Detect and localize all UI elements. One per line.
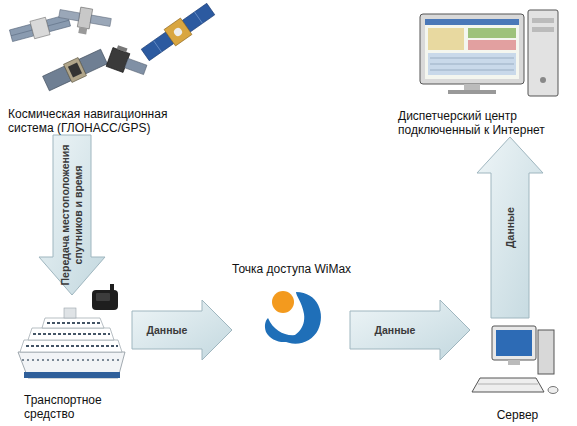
- arrow-label: Данные: [147, 324, 188, 337]
- satellite-system-node: Космическая навигационная система (ГЛОНА…: [5, 5, 235, 135]
- block-arrow: [350, 300, 470, 360]
- wimax-logo: [265, 291, 321, 344]
- server-computer: [472, 326, 558, 394]
- block-arrow: [39, 135, 105, 295]
- gps-tracker: [92, 284, 118, 310]
- ship-illustration: [18, 284, 125, 378]
- block-arrow: [477, 137, 543, 318]
- node-caption: Точка доступа WiMax: [232, 262, 350, 276]
- server-node: Сервер: [470, 318, 565, 424]
- access-point-node: Точка доступа WiMax: [232, 262, 350, 354]
- node-caption: Сервер: [470, 408, 565, 422]
- vehicle-node: Транспортное средство: [12, 295, 132, 423]
- arrow-label: Данные: [504, 188, 517, 268]
- dispatcher-node: Диспетчерский центр подключенный к Интер…: [395, 5, 565, 137]
- node-caption: Космическая навигационная система (ГЛОНА…: [8, 107, 186, 135]
- node-caption: Транспортное средство: [24, 393, 124, 421]
- dispatcher-computer: [420, 10, 558, 96]
- block-arrow: [132, 300, 232, 360]
- arrow-label: Передача местоположения спутников и врем…: [59, 140, 85, 290]
- satellite-illustration: [9, 1, 217, 93]
- arrow-label: Данные: [375, 324, 416, 337]
- node-caption: Диспетчерский центр подключенный к Интер…: [398, 109, 560, 137]
